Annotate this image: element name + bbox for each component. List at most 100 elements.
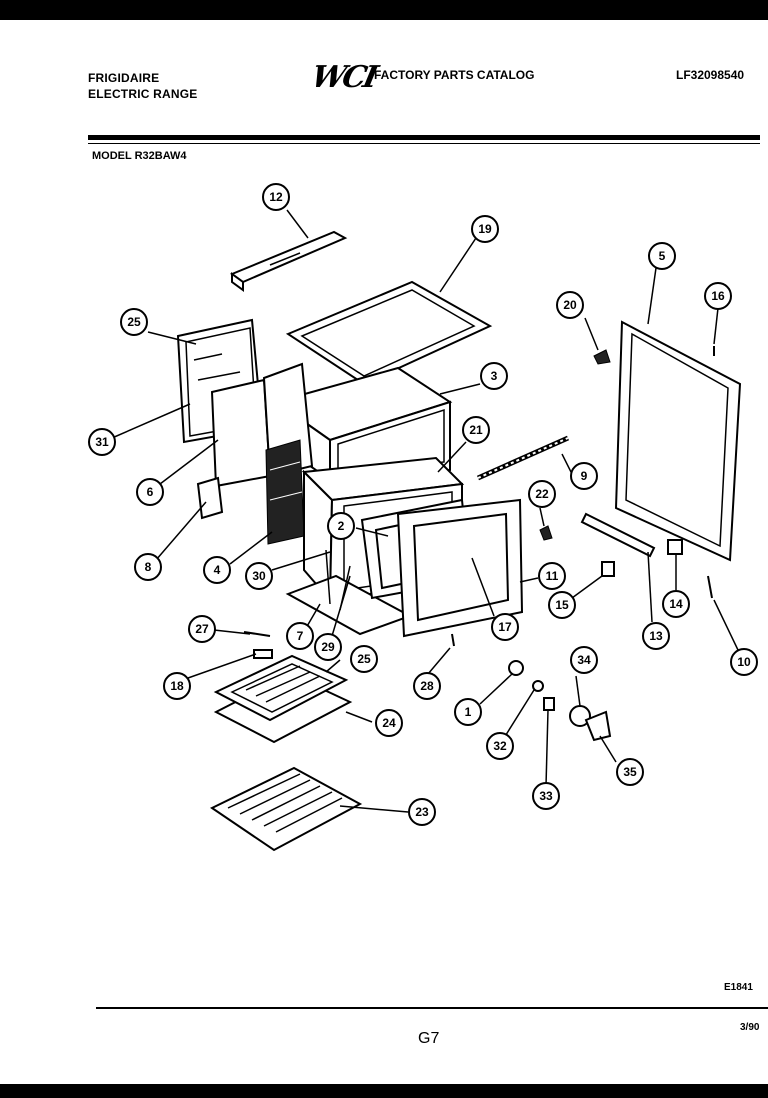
part-pin	[707, 575, 713, 599]
part-knob-hardware	[508, 660, 555, 711]
part-thermostat	[569, 705, 612, 742]
svg-text:20: 20	[563, 298, 577, 312]
svg-text:29: 29	[321, 640, 335, 654]
part-side-panel	[614, 320, 742, 562]
svg-text:32: 32	[493, 739, 507, 753]
part-small-pin	[451, 633, 455, 647]
callout-24: 24	[375, 709, 403, 737]
svg-text:6: 6	[147, 485, 154, 499]
svg-text:9: 9	[581, 469, 588, 483]
callout-6: 6	[136, 478, 164, 506]
svg-text:21: 21	[469, 423, 483, 437]
svg-text:30: 30	[252, 569, 266, 583]
callout-9: 9	[570, 462, 598, 490]
callout-7: 7	[286, 622, 314, 650]
header-brand-block: FRIGIDAIRE ELECTRIC RANGE	[88, 70, 197, 102]
callout-30: 30	[245, 562, 273, 590]
part-mounting-block	[601, 561, 615, 577]
scan-bottom-edge	[0, 1084, 768, 1098]
callout-29: 29	[314, 633, 342, 661]
callout-13: 13	[642, 622, 670, 650]
part-clip	[539, 525, 553, 541]
part-top-panel	[285, 280, 493, 386]
callout-22: 22	[528, 480, 556, 508]
callout-14: 14	[662, 590, 690, 618]
page-number: G7	[418, 1030, 440, 1047]
svg-text:8: 8	[145, 560, 152, 574]
svg-text:2: 2	[338, 519, 345, 533]
callout-5: 5	[648, 242, 676, 270]
svg-text:31: 31	[95, 435, 109, 449]
svg-text:17: 17	[498, 620, 512, 634]
callout-20: 20	[556, 291, 584, 319]
callout-16: 16	[704, 282, 732, 310]
scan-top-edge	[0, 0, 768, 20]
part-element-rod	[476, 435, 570, 481]
callout-35: 35	[616, 758, 644, 786]
callout-27: 27	[188, 615, 216, 643]
product-name: ELECTRIC RANGE	[88, 87, 198, 101]
part-bracket	[196, 476, 224, 520]
svg-text:34: 34	[577, 653, 591, 667]
svg-text:12: 12	[269, 190, 283, 204]
callout-12: 12	[262, 183, 290, 211]
part-oven-rack	[210, 766, 363, 852]
svg-text:35: 35	[623, 765, 637, 779]
part-hinge-rail	[580, 512, 656, 558]
callout-21: 21	[462, 416, 490, 444]
svg-text:33: 33	[539, 789, 553, 803]
callout-2: 2	[327, 512, 355, 540]
svg-text:3: 3	[491, 369, 498, 383]
leader-lines	[111, 209, 739, 813]
model-number: MODEL R32BAW4	[92, 150, 187, 162]
callout-23: 23	[408, 798, 436, 826]
svg-text:19: 19	[478, 222, 492, 236]
drawing-code: E1841	[724, 982, 753, 993]
catalog-title: FACTORY PARTS CATALOG	[374, 68, 535, 82]
callout-28: 28	[413, 672, 441, 700]
svg-text:25: 25	[357, 652, 371, 666]
svg-text:15: 15	[555, 598, 569, 612]
header-rule-thin	[88, 143, 760, 144]
svg-text:27: 27	[195, 622, 209, 636]
svg-text:1: 1	[465, 705, 472, 719]
part-door-frame	[396, 498, 524, 638]
catalog-number: LF32098540	[676, 68, 745, 82]
footer-rule	[96, 1007, 768, 1009]
part-small-bracket	[593, 349, 611, 365]
callout-17: 17	[491, 613, 519, 641]
callout-11: 11	[538, 562, 566, 590]
callout-31: 31	[88, 428, 116, 456]
svg-text:14: 14	[669, 597, 683, 611]
svg-text:23: 23	[415, 805, 429, 819]
callout-10: 10	[730, 648, 758, 676]
svg-text:25: 25	[127, 315, 141, 329]
callout-19: 19	[471, 215, 499, 243]
svg-text:4: 4	[214, 563, 221, 577]
part-hinge	[667, 539, 683, 555]
svg-text:22: 22	[535, 487, 549, 501]
svg-text:24: 24	[382, 716, 396, 730]
part-fasteners	[243, 631, 273, 659]
callout-3: 3	[480, 362, 508, 390]
callout-32: 32	[486, 732, 514, 760]
callout-4: 4	[203, 556, 231, 584]
callout-25-pan: 25	[350, 645, 378, 673]
callout-25-back: 25	[120, 308, 148, 336]
svg-text:7: 7	[297, 629, 304, 643]
svg-text:10: 10	[737, 655, 751, 669]
svg-text:13: 13	[649, 629, 663, 643]
svg-text:28: 28	[420, 679, 434, 693]
svg-text:18: 18	[170, 679, 184, 693]
callout-8: 8	[134, 553, 162, 581]
svg-text:11: 11	[546, 569, 559, 583]
header-rule	[88, 135, 760, 140]
callout-33: 33	[532, 782, 560, 810]
svg-text:5: 5	[659, 249, 666, 263]
part-top-trim	[229, 230, 348, 292]
callout-34: 34	[570, 646, 598, 674]
callout-1: 1	[454, 698, 482, 726]
part-broiler-pan	[213, 654, 353, 744]
svg-text:16: 16	[711, 289, 725, 303]
